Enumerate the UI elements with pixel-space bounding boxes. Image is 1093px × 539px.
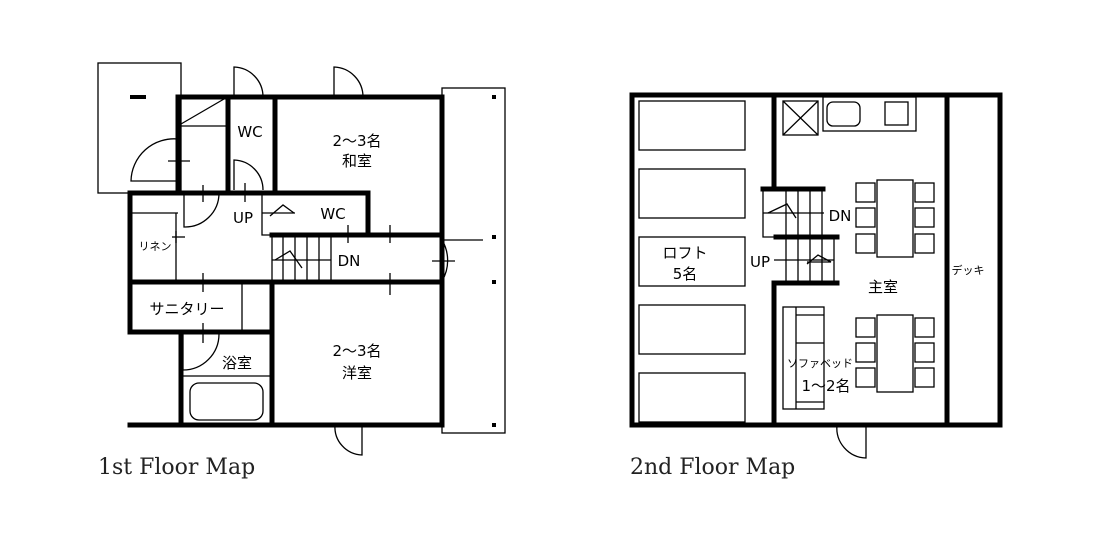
deck-posts xyxy=(492,95,496,427)
loft-beds xyxy=(638,100,746,423)
label-loft-capacity: 5名 xyxy=(673,265,698,283)
label-yoshitsu-capacity: 2〜3名 xyxy=(332,342,381,360)
kitchen xyxy=(782,96,917,136)
deck-first-floor xyxy=(441,87,506,434)
first-floor-plan: WC 2〜3名 和室 UP WC リネン DN サニタリー 浴室 2〜3名 洋室… xyxy=(97,62,506,480)
label-linen: リネン xyxy=(139,240,172,253)
entrance-porch xyxy=(97,62,182,194)
doors-first-floor xyxy=(130,66,483,456)
label-sofabed: ソファベッド xyxy=(787,357,853,370)
label-washitsu: 和室 xyxy=(342,152,372,170)
label-wc-mid: WC xyxy=(320,205,345,223)
stairs-second-floor xyxy=(762,189,835,283)
bathtub xyxy=(189,382,264,421)
label-wc-top: WC xyxy=(237,123,262,141)
label-main-room: 主室 xyxy=(868,278,898,296)
walls xyxy=(629,92,1003,428)
label-washitsu-capacity: 2〜3名 xyxy=(332,132,381,150)
second-floor-plan: ロフト 5名 UP DN 主室 デッキ ソファベッド 1〜2名 2nd Floo… xyxy=(629,92,1003,480)
label-up: UP xyxy=(750,253,770,271)
dining-table-1 xyxy=(855,179,935,258)
label-sofabed-capacity: 1〜2名 xyxy=(801,377,850,395)
first-floor-caption: 1st Floor Map xyxy=(98,455,255,480)
label-dn: DN xyxy=(829,207,852,225)
stairs-first-floor xyxy=(261,193,332,282)
label-bath: 浴室 xyxy=(222,354,252,372)
second-floor-caption: 2nd Floor Map xyxy=(630,455,795,480)
label-up: UP xyxy=(233,209,253,227)
label-loft: ロフト xyxy=(662,244,707,262)
label-dn: DN xyxy=(338,252,361,270)
label-yoshitsu: 洋室 xyxy=(342,364,372,382)
sofabed xyxy=(782,306,825,410)
dining-table-2 xyxy=(855,314,935,393)
label-deck: デッキ xyxy=(952,263,985,277)
label-sanitary: サニタリー xyxy=(149,300,224,318)
door-second-floor xyxy=(836,424,867,459)
walls xyxy=(127,94,445,428)
